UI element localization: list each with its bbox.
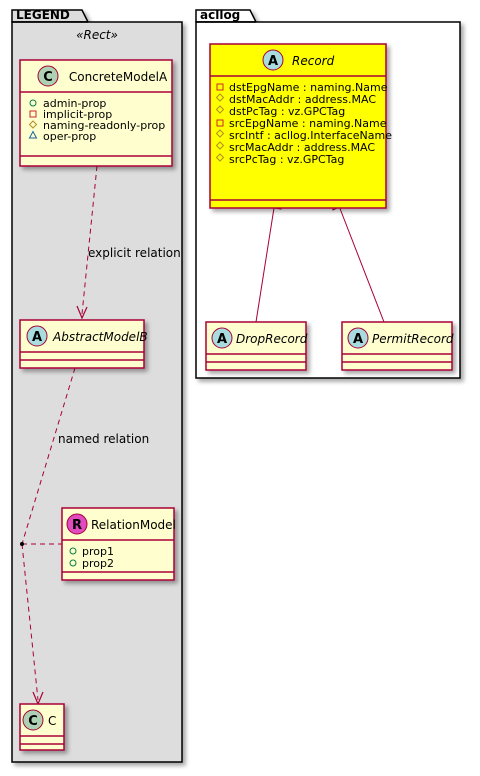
class-name: DropRecord [236, 332, 308, 346]
class-property: admin-prop [43, 97, 106, 110]
class-type-badge: A [217, 332, 227, 347]
class-property: prop2 [82, 557, 114, 570]
class-property: dstPcTag : vz.GPCTag [229, 105, 345, 118]
class-type-badge: A [32, 330, 42, 345]
class-name: AbstractModelB [52, 330, 148, 344]
protected-visibility-icon [215, 105, 225, 114]
protected-visibility-icon [215, 141, 225, 150]
named-relation-edge: named relation [20, 367, 149, 706]
private-visibility-icon [216, 119, 224, 127]
explicit-relation-edge: explicit relation [76, 165, 181, 320]
class-property: srcIntf : acllog.InterfaceName [229, 129, 392, 142]
legend-package-title: LEGEND [16, 8, 70, 22]
class-record[interactable]: A Record dstEpgName : naming.Name dstMac… [209, 43, 392, 209]
legend-stereotype: «Rect» [76, 28, 118, 42]
class-property: dstMacAddr : address.MAC [229, 93, 376, 106]
class-type-badge: R [72, 518, 82, 533]
class-name: Record [292, 54, 335, 68]
class-type-badge: A [268, 54, 278, 69]
package-visibility-icon [28, 130, 38, 139]
class-permit-record[interactable]: A PermitRecord [341, 321, 454, 371]
class-abstract-model-b[interactable]: A AbstractModelB [19, 319, 148, 369]
protected-visibility-icon [28, 120, 38, 129]
class-property: implicit-prop [43, 108, 112, 121]
class-name: PermitRecord [372, 332, 454, 346]
protected-visibility-icon [215, 153, 225, 162]
class-property: naming-readonly-prop [43, 119, 165, 132]
private-visibility-icon [29, 110, 37, 118]
class-relation-model[interactable]: R RelationModel prop1 prop2 [61, 507, 176, 581]
private-visibility-icon [216, 83, 224, 91]
protected-visibility-icon [215, 129, 225, 138]
explicit-relation-label: explicit relation [88, 246, 181, 260]
public-visibility-icon [69, 559, 77, 567]
class-property: oper-prop [43, 130, 96, 143]
class-property: prop1 [82, 545, 114, 558]
class-property: srcEpgName : naming.Name [229, 117, 387, 130]
acllog-package-title: acllog [200, 8, 240, 22]
class-name: RelationModel [91, 518, 176, 532]
class-name: ConcreteModelA [69, 70, 168, 84]
class-concrete-model-a[interactable]: C ConcreteModelA admin-prop implicit-pro… [19, 59, 173, 167]
public-visibility-icon [29, 99, 37, 107]
class-c[interactable]: C C [19, 703, 65, 751]
class-type-badge: C [43, 70, 53, 85]
class-property: srcPcTag : vz.GPCTag [229, 153, 344, 166]
named-relation-label: named relation [58, 432, 149, 446]
class-property: dstEpgName : naming.Name [229, 81, 388, 94]
class-drop-record[interactable]: A DropRecord [205, 321, 308, 371]
public-visibility-icon [69, 547, 77, 555]
class-type-badge: C [28, 714, 38, 729]
protected-visibility-icon [215, 93, 225, 102]
class-type-badge: A [353, 332, 363, 347]
class-name: C [48, 714, 56, 728]
class-property: srcMacAddr : address.MAC [229, 141, 375, 154]
